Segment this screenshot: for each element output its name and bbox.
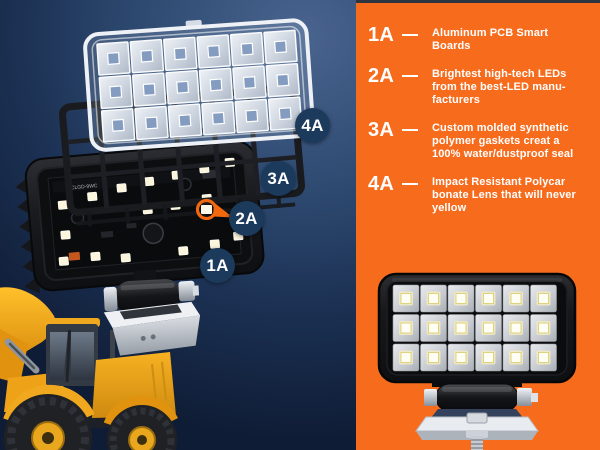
mount-bracket [103,269,201,356]
leader-line [402,34,418,36]
feature-row-4a: 4A Impact Resistant Polycar bonate Lens … [368,173,592,215]
feature-id: 2A [368,65,395,87]
wheel-loader-photo [0,287,179,450]
callout-badge-2a: 2A [229,201,264,236]
led-highlight [195,198,233,221]
panel-top-strip [356,0,600,3]
product-mount [415,380,539,450]
feature-row-3a: 3A Custom molded synthetic polymer gaske… [368,119,592,161]
exploded-view-illustration: CLGD-9WC [0,18,315,450]
leader-line [402,75,418,77]
highlight-pointer-arrow [213,202,233,218]
feature-text: Custom molded synthetic polymer gaskets … [432,122,574,160]
callout-badge-1a: 1A [200,248,235,283]
callout-badge-3a: 3A [261,161,296,196]
leader-line [402,183,418,185]
feature-row-2a: 2A Brightest high-tech LEDs from the bes… [368,65,592,107]
lens-optic-cells [96,29,303,143]
leader-line [402,129,418,131]
product-photo [376,270,580,450]
assembled-light-illustration [377,272,577,450]
feature-id: 3A [368,119,395,141]
led-array [392,284,557,372]
exploded-view-section: CLGD-9WC [0,0,356,450]
feature-id: 1A [368,24,395,46]
pcb-label: CLGD-9WC [71,183,98,191]
feature-row-1a: 1A Aluminum PCB Smart Boards [368,24,592,53]
callout-badge-4a: 4A [295,108,330,143]
info-panel: 1A Aluminum PCB Smart Boards 2A Brightes… [356,0,600,450]
feature-id: 4A [368,173,395,195]
feature-text: Aluminum PCB Smart Boards [432,27,549,52]
feature-list: 1A Aluminum PCB Smart Boards 2A Brightes… [356,24,600,230]
feature-text: Impact Resistant Polycar bonate Lens tha… [432,176,576,214]
feature-text: Brightest high-tech LEDs from the best-L… [432,68,567,106]
lens-layer [83,18,315,152]
